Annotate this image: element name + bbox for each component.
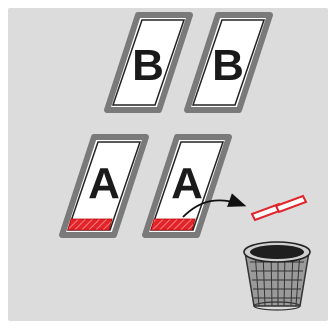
trash-bin-icon [244,242,310,310]
red-strip [68,219,112,230]
window-letter: A [88,159,120,208]
window-letter: A [171,159,203,208]
red-strip [151,219,195,230]
window-letter: B [212,41,244,90]
window-letter: B [132,41,164,90]
